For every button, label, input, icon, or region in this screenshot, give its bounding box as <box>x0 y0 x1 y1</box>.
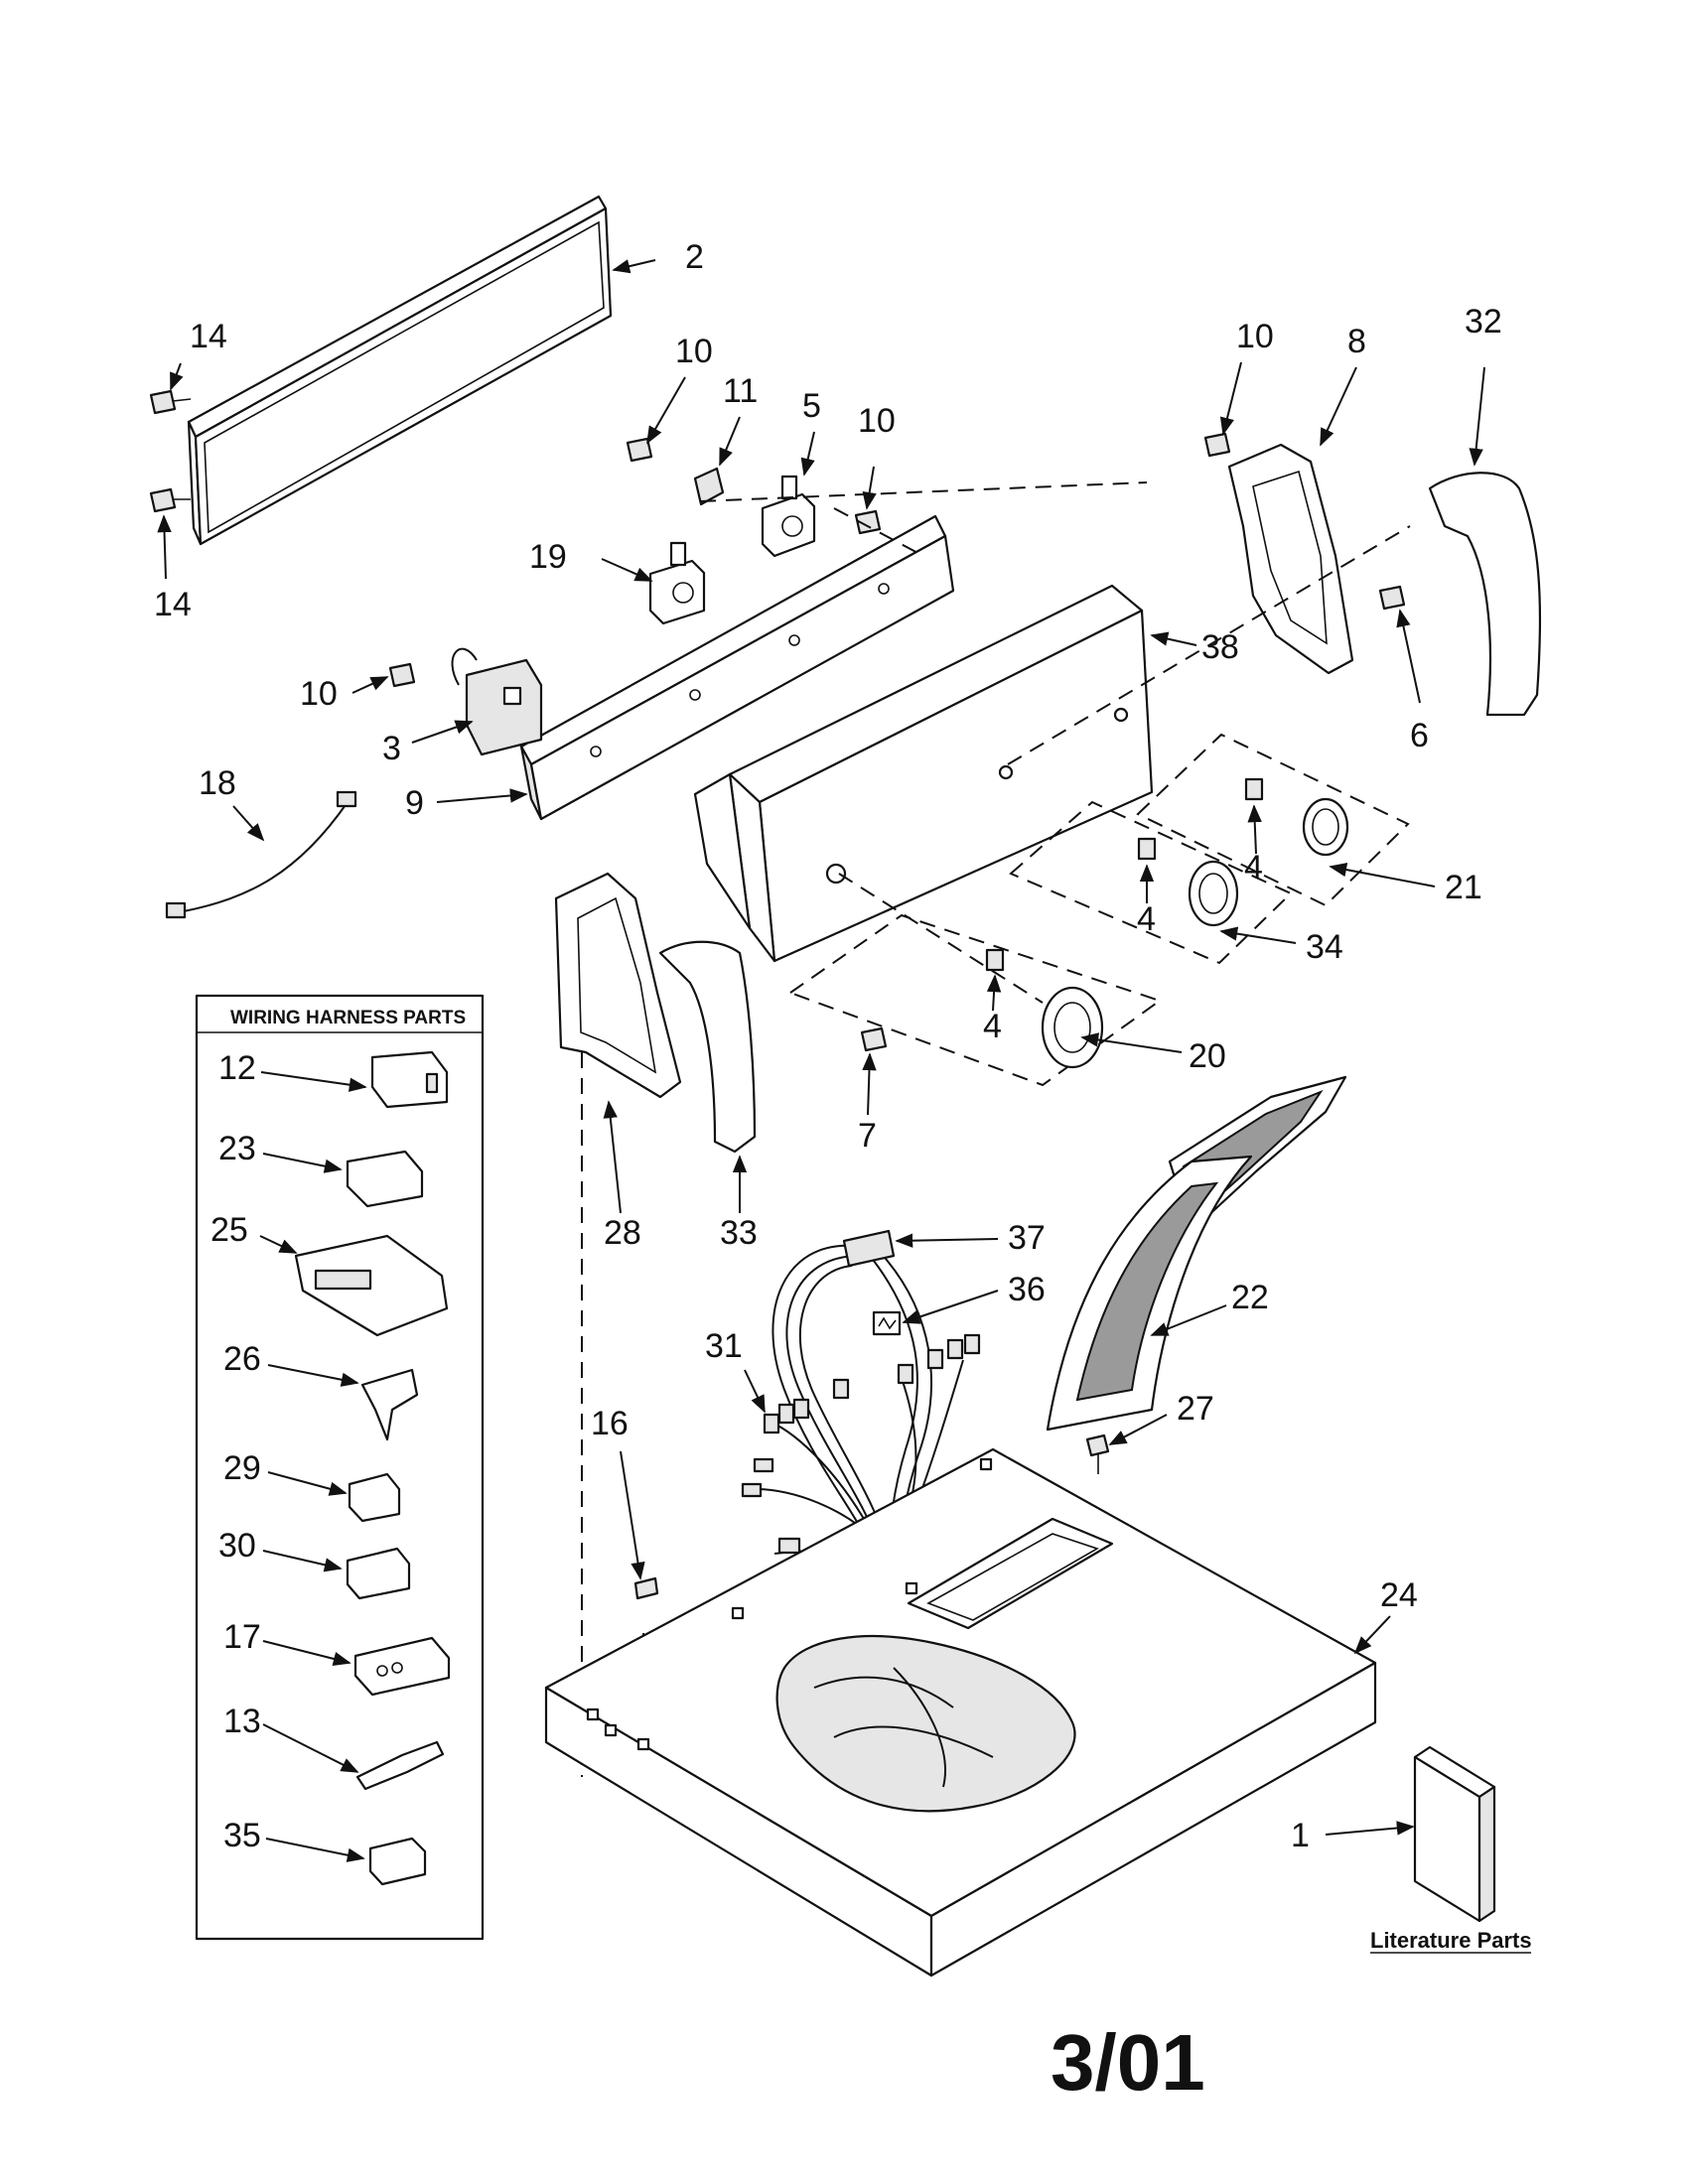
harness-item-23: 23 <box>218 1130 424 1208</box>
callout-4-b: 4 <box>1137 900 1156 938</box>
literature-parts-label: Literature Parts <box>1370 1928 1532 1953</box>
callout-10-d: 10 <box>300 675 338 713</box>
harness-item-17: 17 <box>223 1618 451 1697</box>
harness-item-35: 35 <box>223 1817 427 1886</box>
callout-32: 32 <box>1465 303 1502 341</box>
callout-20: 20 <box>1189 1037 1226 1075</box>
callout-37: 37 <box>1008 1219 1046 1257</box>
harness-item-12: 12 <box>218 1049 449 1109</box>
screw-part-10-c <box>1203 432 1231 458</box>
harness-item-26: 26 <box>223 1340 419 1441</box>
harness-box-title: WIRING HARNESS PARTS <box>230 1008 466 1028</box>
control-bracket-part-9 <box>519 514 955 821</box>
callout-labels: 2 14 14 10 11 5 10 10 8 32 19 38 6 10 3 … <box>154 238 1502 1854</box>
clip-part-16 <box>633 1576 659 1600</box>
screw-part-10-d <box>388 662 416 688</box>
callout-34: 34 <box>1306 928 1343 966</box>
console-housing-part-38 <box>693 584 1154 963</box>
screw-part-10-a <box>626 437 653 463</box>
knob-assembly-part-21 <box>1136 733 1410 907</box>
callout-16: 16 <box>591 1405 629 1442</box>
svg-text:17: 17 <box>223 1618 261 1656</box>
end-trim-part-33 <box>658 940 757 1154</box>
callout-5: 5 <box>802 387 821 425</box>
screw-part-7 <box>860 1026 888 1052</box>
screw-part-27 <box>1085 1433 1110 1474</box>
callout-6: 6 <box>1410 717 1429 754</box>
callout-28: 28 <box>604 1214 641 1252</box>
terminal-part-11 <box>693 467 725 506</box>
callout-24: 24 <box>1380 1576 1418 1614</box>
end-cap-part-28 <box>554 872 682 1099</box>
screw-part-10-b <box>854 509 882 535</box>
svg-text:25: 25 <box>210 1211 248 1249</box>
callout-8: 8 <box>1347 323 1366 360</box>
date-code: 3/01 <box>1051 2018 1205 2107</box>
svg-text:35: 35 <box>223 1817 261 1854</box>
jumper-part-36 <box>872 1310 902 1336</box>
knob-assembly-part-20 <box>787 913 1163 1087</box>
rear-panel-part-2 <box>187 195 613 546</box>
wire-part-18 <box>165 790 357 919</box>
harness-item-30: 30 <box>218 1527 411 1600</box>
end-trim-part-32 <box>1428 472 1542 717</box>
svg-text:23: 23 <box>218 1130 256 1167</box>
connector-part-37 <box>842 1229 896 1268</box>
harness-item-25: 25 <box>210 1211 449 1337</box>
switch-part-19 <box>648 541 706 625</box>
callout-10-c: 10 <box>1236 318 1274 355</box>
callout-10-b: 10 <box>858 402 896 440</box>
callout-38: 38 <box>1201 628 1239 666</box>
literature-part-1 <box>1413 1745 1496 1923</box>
switch-part-3 <box>451 647 543 756</box>
callout-22: 22 <box>1231 1279 1269 1316</box>
callout-27: 27 <box>1177 1390 1214 1428</box>
callout-arrows <box>157 259 1485 1836</box>
callout-10-a: 10 <box>675 333 713 370</box>
svg-text:12: 12 <box>218 1049 256 1087</box>
svg-text:13: 13 <box>223 1703 261 1740</box>
callout-4-c: 4 <box>983 1008 1002 1045</box>
callout-11: 11 <box>723 372 758 410</box>
callout-3: 3 <box>382 730 401 767</box>
callout-18: 18 <box>199 764 236 802</box>
wiring-harness-box: WIRING HARNESS PARTS 12 23 25 26 29 30 <box>195 994 485 1941</box>
callout-19: 19 <box>529 538 567 576</box>
callout-4-a: 4 <box>1244 849 1263 887</box>
end-cap-part-8 <box>1227 443 1354 675</box>
harness-item-29: 29 <box>223 1449 401 1523</box>
callout-1: 1 <box>1291 1817 1310 1854</box>
callout-36: 36 <box>1008 1271 1046 1308</box>
svg-text:26: 26 <box>223 1340 261 1378</box>
callout-2: 2 <box>685 238 704 276</box>
switch-part-5 <box>761 475 816 558</box>
duct-part-22 <box>1046 1075 1347 1432</box>
callout-7: 7 <box>858 1117 877 1155</box>
callout-14-bottom: 14 <box>154 586 192 623</box>
callout-21: 21 <box>1445 869 1482 906</box>
screw-part-14-top <box>149 389 192 415</box>
screw-part-14-bottom <box>149 487 191 513</box>
callout-14-top: 14 <box>190 318 227 355</box>
screw-part-6 <box>1378 585 1406 611</box>
knob-assembly-part-34 <box>1009 800 1293 965</box>
callout-9: 9 <box>405 784 424 822</box>
base-part-24 <box>544 1447 1377 1978</box>
svg-text:29: 29 <box>223 1449 261 1487</box>
callout-31: 31 <box>705 1327 743 1365</box>
callout-33: 33 <box>720 1214 758 1252</box>
svg-text:30: 30 <box>218 1527 256 1565</box>
harness-item-13: 13 <box>223 1703 445 1791</box>
